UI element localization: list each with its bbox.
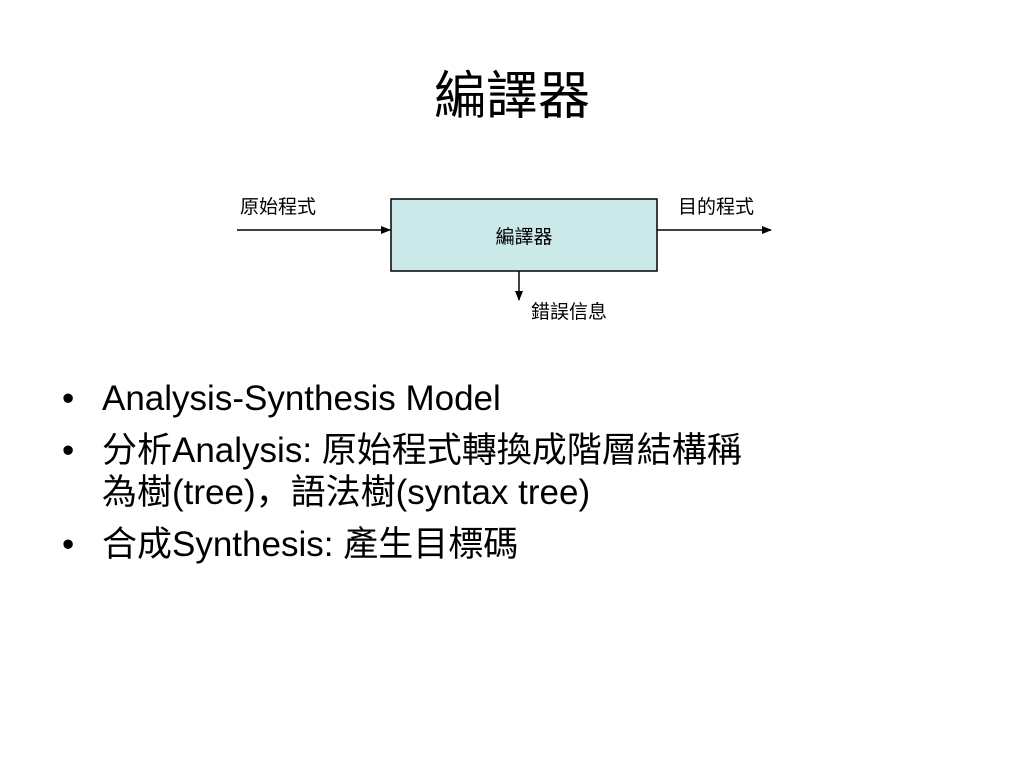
slide-title: 編譯器	[433, 67, 590, 127]
bullet-text-continuation: 為樹(tree)，語法樹(syntax tree)	[102, 473, 591, 512]
error-label: 錯誤信息	[531, 301, 607, 323]
bullet-dot-icon: •	[62, 525, 75, 564]
compiler-box	[390, 198, 658, 272]
bullet-item-model: • Analysis-Synthesis Model	[62, 378, 962, 420]
compiler-box-label: 編譯器	[495, 226, 552, 248]
bullet-item-synthesis: • 合成Synthesis: 產生目標碼	[62, 524, 962, 566]
bullet-text: 分析Analysis: 原始程式轉換成階層結構稱	[102, 431, 742, 470]
input-label: 原始程式	[240, 196, 316, 218]
output-label: 目的程式	[678, 196, 754, 218]
bullet-text: 合成Synthesis: 產生目標碼	[102, 525, 519, 564]
bullet-item-analysis: • 分析Analysis: 原始程式轉換成階層結構稱 為樹(tree)，語法樹(…	[62, 430, 962, 514]
bullet-dot-icon: •	[62, 379, 75, 418]
bullet-list: • Analysis-Synthesis Model • 分析Analysis:…	[62, 378, 962, 576]
bullet-text: Analysis-Synthesis Model	[102, 379, 501, 418]
bullet-dot-icon: •	[62, 431, 75, 470]
